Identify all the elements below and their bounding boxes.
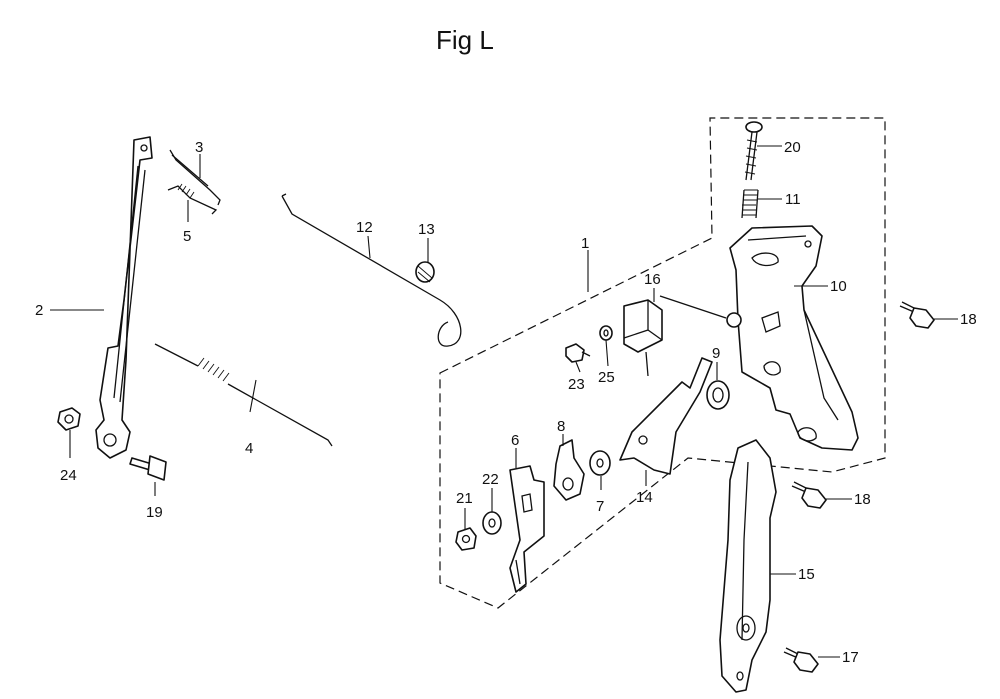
callout-13: 13 bbox=[418, 221, 435, 238]
callout-22: 22 bbox=[482, 471, 499, 488]
callout-17: 17 bbox=[842, 649, 859, 666]
bolt-part-23 bbox=[565, 343, 591, 363]
cover-plate-part-15 bbox=[719, 439, 777, 693]
callout-18-lower: 18 bbox=[854, 491, 871, 508]
callout-9: 9 bbox=[712, 345, 720, 362]
screw-part-20 bbox=[744, 121, 763, 181]
bolt-part-18-lower bbox=[791, 481, 827, 509]
washer-part-22 bbox=[482, 511, 502, 535]
bolt-part-17 bbox=[783, 647, 819, 673]
washer-part-25 bbox=[599, 325, 613, 341]
figure-title: Fig L bbox=[436, 25, 494, 55]
control-plate-part-14 bbox=[619, 357, 713, 475]
callout-4: 4 bbox=[245, 440, 253, 457]
spring-link-part bbox=[167, 149, 221, 215]
callout-14: 14 bbox=[636, 489, 653, 506]
callout-10: 10 bbox=[830, 278, 847, 295]
callout-21: 21 bbox=[456, 490, 473, 507]
callout-18-upper: 18 bbox=[960, 311, 977, 328]
main-bracket-part bbox=[729, 225, 859, 451]
callout-16: 16 bbox=[644, 271, 661, 288]
callout-25: 25 bbox=[598, 369, 615, 386]
washer-part-7 bbox=[589, 450, 611, 476]
bolt-part-18-upper bbox=[899, 301, 935, 329]
callout-12: 12 bbox=[356, 219, 373, 236]
throttle-lever-part-6 bbox=[509, 465, 545, 593]
bent-rod-part bbox=[281, 193, 462, 347]
callout-1: 1 bbox=[581, 235, 589, 252]
bolt-part-19 bbox=[129, 455, 167, 481]
callout-7: 7 bbox=[596, 498, 604, 515]
callout-23: 23 bbox=[568, 376, 585, 393]
nut-part-24 bbox=[57, 407, 81, 431]
nut-part bbox=[415, 261, 435, 283]
callout-2: 2 bbox=[35, 302, 43, 319]
lever-arm-part bbox=[95, 136, 153, 459]
assembly-outline bbox=[439, 117, 886, 609]
callout-20: 20 bbox=[784, 139, 801, 156]
callout-3: 3 bbox=[195, 139, 203, 156]
callout-6: 6 bbox=[511, 432, 519, 449]
callout-24: 24 bbox=[60, 467, 77, 484]
spring-part-11 bbox=[741, 189, 759, 219]
nut-part-21 bbox=[455, 527, 477, 551]
callout-11: 11 bbox=[785, 191, 801, 208]
callout-8: 8 bbox=[557, 418, 565, 435]
callout-5: 5 bbox=[183, 228, 191, 245]
leader-lines bbox=[50, 145, 958, 658]
callout-19: 19 bbox=[146, 504, 163, 521]
lever-tab-part-8 bbox=[553, 439, 585, 501]
callout-15: 15 bbox=[798, 566, 815, 583]
switch-part-16 bbox=[623, 295, 742, 377]
spring-rod-part bbox=[154, 343, 333, 447]
bushing-part-9 bbox=[706, 380, 730, 410]
